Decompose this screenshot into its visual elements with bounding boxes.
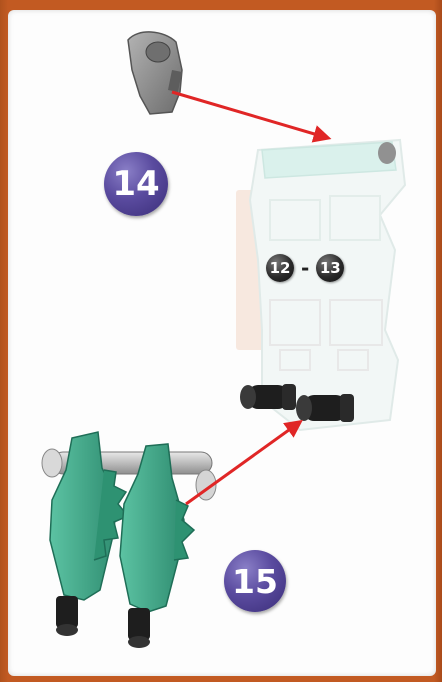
reference-step-from: 12 xyxy=(266,254,294,282)
step-number-badge-15: 15 xyxy=(224,550,286,612)
step-number-badge-14: 14 xyxy=(104,152,168,216)
reference-separator: - xyxy=(298,256,312,280)
grey-connector-part xyxy=(128,32,182,114)
black-pin-right xyxy=(296,394,354,422)
arrow-step-14 xyxy=(172,92,328,138)
reference-step-to-label: 13 xyxy=(320,259,341,277)
step-number-15: 15 xyxy=(232,562,278,601)
black-pin-left xyxy=(240,384,296,410)
green-hinge-assembly xyxy=(42,432,216,648)
reference-steps-badge: 12 - 13 xyxy=(266,253,344,283)
reference-step-to: 13 xyxy=(316,254,344,282)
reference-step-from-label: 12 xyxy=(270,259,291,277)
step-number-14: 14 xyxy=(112,164,159,204)
